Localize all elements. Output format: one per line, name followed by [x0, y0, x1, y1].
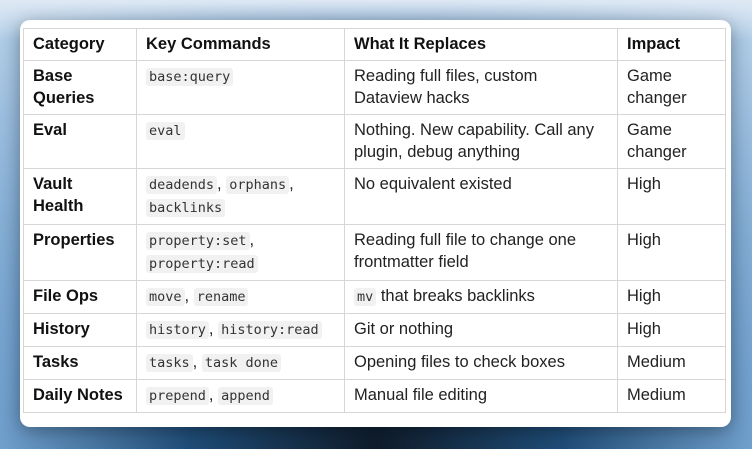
key-commands-cell: history, history:read	[136, 313, 345, 347]
replaces-text: Reading full file to change one frontmat…	[354, 231, 576, 271]
header-key-commands: Key Commands	[136, 28, 345, 61]
command-code: move	[146, 288, 185, 306]
replaces-text: Nothing. New capability. Call any plugin…	[354, 121, 594, 161]
key-commands-cell: prepend, append	[136, 379, 345, 413]
command-separator: ,	[208, 320, 219, 338]
impact-cell: Game changer	[617, 60, 726, 115]
impact-cell: High	[617, 280, 726, 314]
command-separator: ,	[208, 386, 219, 404]
category-cell: Base Queries	[23, 60, 137, 115]
command-code: deadends	[146, 176, 218, 194]
replaces-cell: Reading full files, custom Dataview hack…	[344, 60, 618, 115]
category-cell: File Ops	[23, 280, 137, 314]
replaces-text: Git or nothing	[354, 320, 454, 338]
category-cell: Daily Notes	[23, 379, 137, 413]
command-separator: ,	[192, 353, 202, 371]
command-separator: ,	[217, 175, 227, 193]
table-row: Eval eval Nothing. New capability. Call an…	[23, 114, 726, 169]
header-impact: Impact	[617, 28, 726, 61]
key-commands-cell: eval	[136, 114, 345, 169]
command-separator: ,	[184, 287, 194, 305]
command-code: orphans	[226, 176, 290, 194]
command-code: property:set	[146, 232, 250, 250]
replaces-cell: Git or nothing	[344, 313, 618, 347]
replaces-text: Reading full files, custom Dataview hack…	[354, 67, 538, 107]
command-separator: ,	[289, 175, 294, 193]
replaces-text: Manual file editing	[354, 386, 487, 404]
replaces-text: No equivalent existed	[354, 175, 512, 193]
impact-cell: High	[617, 313, 726, 347]
command-code: tasks	[146, 354, 193, 372]
key-commands-cell: base:query	[136, 60, 345, 115]
commands-table: Category Key Commands What It Replaces I…	[23, 28, 726, 413]
replaces-cell: Opening files to check boxes	[344, 346, 618, 380]
impact-cell: High	[617, 168, 726, 225]
header-what-it-replaces: What It Replaces	[344, 28, 618, 61]
key-commands-cell: move, rename	[136, 280, 345, 314]
table-row: Base Queries base:query Reading full files…	[23, 60, 726, 115]
key-commands-cell: property:set, property:read	[136, 224, 345, 281]
command-code: task done	[201, 354, 281, 372]
command-code: rename	[193, 288, 249, 306]
replaces-cell: No equivalent existed	[344, 168, 618, 225]
category-cell: Vault Health	[23, 168, 137, 225]
category-cell: History	[23, 313, 137, 347]
impact-cell: High	[617, 224, 726, 281]
category-cell: Tasks	[23, 346, 137, 380]
replaces-text: Opening files to check boxes	[354, 353, 565, 371]
command-code: history	[146, 321, 209, 339]
key-commands-cell: deadends, orphans, backlinks	[136, 168, 345, 225]
command-code: base:query	[146, 68, 234, 86]
command-separator: ,	[249, 231, 255, 249]
command-code: history:read	[218, 321, 322, 339]
impact-cell: Medium	[617, 379, 726, 413]
category-cell: Eval	[23, 114, 137, 169]
impact-cell: Medium	[617, 346, 726, 380]
command-code: append	[218, 387, 273, 405]
table-body: Base Queries base:query Reading full files…	[23, 60, 726, 413]
replaces-cell: Manual file editing	[344, 379, 618, 413]
category-cell: Properties	[23, 224, 137, 281]
command-code: backlinks	[146, 199, 226, 217]
inline-code: mv	[354, 288, 377, 306]
impact-cell: Game changer	[617, 114, 726, 169]
command-code: property:read	[146, 255, 258, 273]
key-commands-cell: tasks, task done	[136, 346, 345, 380]
header-category: Category	[23, 28, 137, 61]
replaces-cell: Nothing. New capability. Call any plugin…	[344, 114, 618, 169]
command-code: eval	[146, 122, 185, 140]
command-code: prepend	[146, 387, 209, 405]
replaces-text: that breaks backlinks	[376, 287, 535, 305]
table-card: Category Key Commands What It Replaces I…	[20, 20, 731, 427]
header-row: Category Key Commands What It Replaces I…	[23, 28, 726, 61]
replaces-cell: Reading full file to change one frontmat…	[344, 224, 618, 281]
replaces-cell: mv that breaks backlinks	[344, 280, 618, 314]
